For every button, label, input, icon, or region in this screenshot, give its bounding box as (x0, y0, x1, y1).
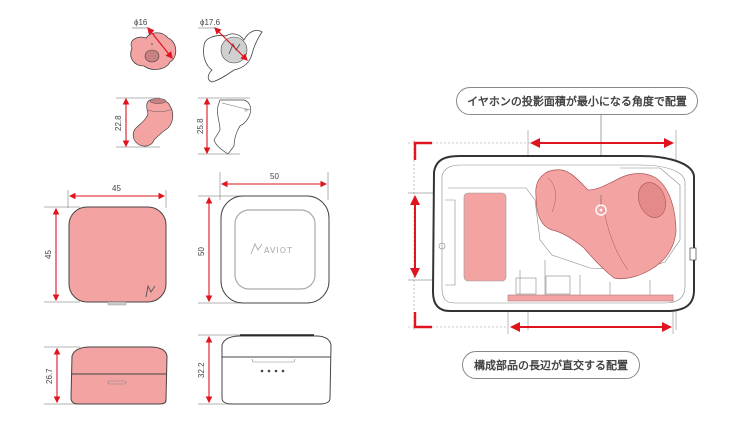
case-top-new: 50 50 AVIOT (197, 172, 330, 304)
led-indicator-4 (281, 369, 285, 373)
earbud-side-new-height-label: 25.8 (196, 118, 205, 134)
earbud-side-new: 25.8 (196, 97, 252, 155)
outer-corner-top (413, 141, 432, 160)
earbud-side-old-height-label: 22.8 (114, 115, 123, 131)
case-top-old-height-label: 45 (44, 250, 53, 259)
case-top-old-width-label: 45 (112, 184, 121, 193)
led-indicator-1 (260, 369, 264, 373)
callout-earphone-angle: イヤホンの投影面積が最小になる角度で配置 (456, 87, 698, 115)
case-top-new-height-label: 50 (197, 247, 206, 256)
case-side-new-height-label: 32.2 (197, 362, 206, 378)
led-indicator-3 (274, 369, 278, 373)
outer-corner-bottom (413, 312, 432, 329)
case-top-new-width-label: 50 (270, 172, 279, 181)
case-side-old-height-label: 26.7 (45, 368, 54, 384)
battery (463, 192, 507, 282)
earbud-side-old: 22.8 (114, 97, 174, 148)
led-indicator-2 (267, 369, 271, 373)
earbud-top-old-diameter-arrow (147, 27, 173, 59)
logo-icon (145, 284, 156, 298)
earbud-top-old: ϕ16 (130, 18, 177, 70)
circuit-board (507, 294, 674, 302)
aviot-logo-icon (250, 242, 263, 255)
case-side-new: 32.2 (197, 334, 332, 405)
case-side-old: 26.7 (44, 346, 168, 405)
cross-section (408, 112, 697, 334)
case-top-old: 45 45 (44, 184, 167, 306)
callout-orthogonal-layout: 構成部品の長辺が直交する配置 (462, 351, 640, 379)
earbud-top-new-diameter-arrow (214, 27, 248, 61)
earbud-top-old-diameter-label: ϕ16 (134, 18, 148, 27)
earbud-top-new-diameter-label: ϕ17.6 (200, 18, 221, 27)
earbud-top-new: ϕ17.6 (198, 18, 263, 83)
case-brand-label: AVIOT (264, 246, 293, 255)
